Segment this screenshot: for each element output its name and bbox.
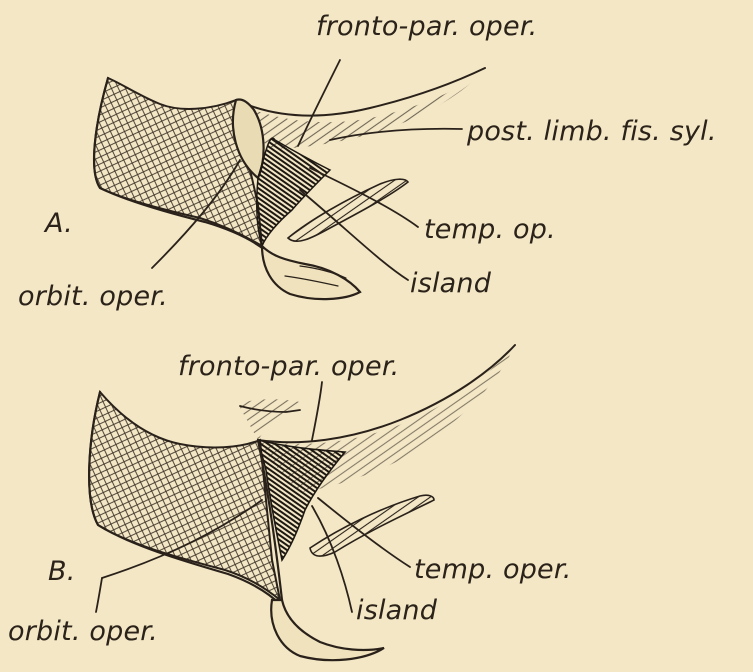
- label-a-island: island: [410, 268, 492, 299]
- label-a-orbit-oper: orbit. oper.: [18, 281, 168, 312]
- panel-label-a: A.: [43, 208, 73, 239]
- label-a-post-limb-fis-syl: post. limb. fis. syl.: [466, 116, 717, 147]
- figure-a-drawing: [94, 68, 485, 299]
- label-a-fronto-par-oper: fronto-par. oper.: [316, 11, 537, 42]
- label-a-temp-op: temp. op.: [424, 214, 556, 245]
- figure-b-temporal-tongue: [310, 495, 434, 556]
- label-b-island: island: [356, 595, 438, 626]
- figure-b-upper-rim: [238, 399, 300, 440]
- leader-b-fronto-par: [312, 382, 322, 440]
- label-b-temp-oper: temp. oper.: [414, 554, 571, 585]
- leader-b-island: [312, 506, 352, 612]
- figure-a-lower-lobe: [262, 246, 360, 299]
- leader-b-orbit-oper-tail: [96, 578, 102, 612]
- label-b-fronto-par-oper: fronto-par. oper.: [178, 351, 399, 382]
- figure-b-drawing: [89, 345, 515, 660]
- label-b-orbit-oper: orbit. oper.: [8, 616, 158, 647]
- panel-label-b: B.: [48, 556, 76, 587]
